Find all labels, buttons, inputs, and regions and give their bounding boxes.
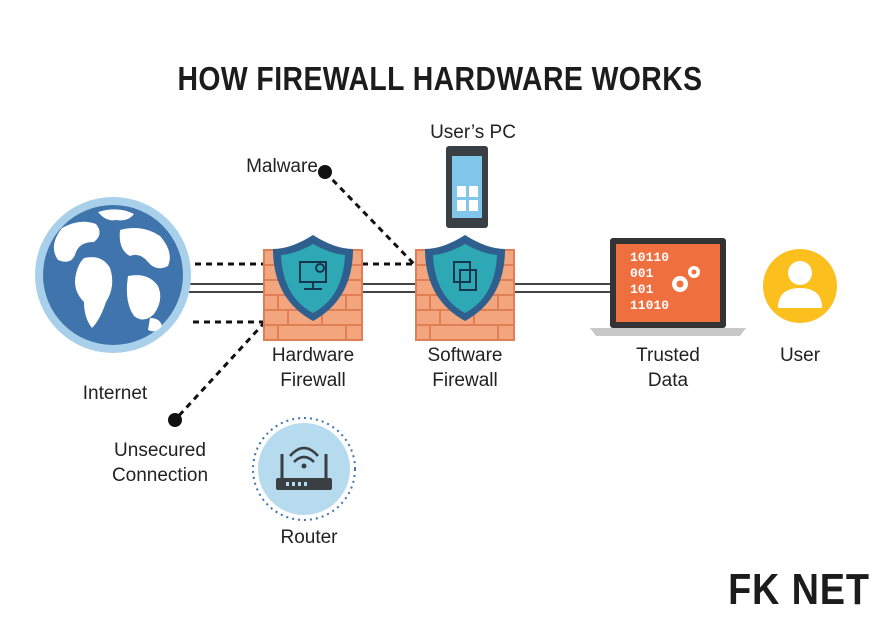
software-firewall-label-line2: Firewall [432,370,498,391]
code-line: 101 [630,282,654,297]
unsecured-connection-label-line1: Unsecured [114,440,206,461]
laptop-screen-code: 10110 001 101 11010 [630,250,669,314]
diagram-title: HOW FIREWALL HARDWARE WORKS [177,60,703,97]
threat-lines [173,170,416,422]
users-pc-icon [446,146,488,228]
malware-label: Malware [246,156,318,177]
malware-dot [318,165,332,179]
user-label: User [779,345,821,366]
hardware-firewall-label-line2: Firewall [280,370,346,391]
trusted-data-label-line1: Trusted [636,345,700,366]
hardware-firewall-icon [263,235,363,341]
internet-globe-icon [35,197,191,353]
users-pc-label: User’s PC [430,122,516,143]
trusted-data-label: Trusted Data [613,343,723,393]
software-firewall-label: Software Firewall [410,343,520,393]
laptop-icon [590,238,746,336]
user-avatar-icon [763,249,837,323]
unsecured-connection-label: Unsecured Connection [95,438,225,488]
unsecured-connection-label-line2: Connection [111,465,209,486]
software-firewall-label-line1: Software [427,345,503,366]
code-line: 10110 [630,250,670,265]
code-line: 11010 [630,298,670,313]
router-icon [252,417,356,521]
router-label: Router [280,527,338,548]
software-firewall-icon [415,235,515,341]
hardware-firewall-label: Hardware Firewall [258,343,368,393]
brand-watermark: FK NET [728,565,870,614]
connection-line [180,283,612,293]
hardware-firewall-label-line1: Hardware [271,345,355,366]
code-line: 001 [630,266,654,281]
internet-label: Internet [82,383,148,404]
unsecured-dot [168,413,182,427]
trusted-data-label-line2: Data [647,370,689,391]
